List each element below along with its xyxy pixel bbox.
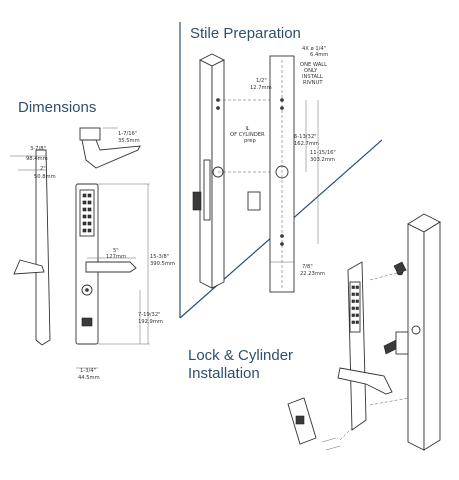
install-screw-1 xyxy=(321,437,337,443)
dim-4-metric: 127mm xyxy=(106,254,126,260)
install-guide-2 xyxy=(369,397,409,406)
install-cover-logo xyxy=(295,415,305,425)
lock-cylinder-heading-line1: Lock & Cylinder xyxy=(188,347,293,364)
lever-top-view-body xyxy=(79,127,101,141)
dimensions-heading: Dimensions xyxy=(18,99,96,116)
dimensions-drawing: 1-7/16" 35.5mm 3-7/8" 98.4mm 2" 50.8mm 5… xyxy=(10,127,175,381)
stile-preparation-heading: Stile Preparation xyxy=(190,25,301,42)
dim-6-metric: 162.7mm xyxy=(294,141,319,147)
dim-78-imperial: 7/8" xyxy=(302,264,313,270)
dim-3-imperial: 2" xyxy=(40,166,46,172)
cylinder-keyway xyxy=(85,288,89,292)
dim-78-metric: 22.23mm xyxy=(300,271,325,277)
install-guide-3 xyxy=(339,427,353,441)
lever-top-view-handle xyxy=(81,139,141,169)
dim-7-metric: 44.5mm xyxy=(78,375,100,381)
lever-side-profile xyxy=(13,259,45,275)
mortise-cutout xyxy=(203,159,211,221)
dim-4-imperial: 5" xyxy=(113,248,119,254)
install-keypad xyxy=(349,281,361,333)
install-guide-1 xyxy=(369,269,409,281)
dim-6-imperial: 6-13/32" xyxy=(294,134,317,140)
stile-drawing: 4X ø 1/4" 6.4mm ONE WALL ONLY INSTALL RI… xyxy=(192,46,336,293)
cylinder-label: OF CYLINDER xyxy=(230,132,265,138)
dim-5-metric: 390.5mm xyxy=(150,261,175,267)
dim-7-imperial: 1-3/4" xyxy=(80,368,96,374)
lever-front-view xyxy=(85,261,137,273)
note-line-2: ONLY xyxy=(304,68,318,74)
hole-spec-imperial: 4X ø 1/4" xyxy=(302,46,326,52)
install-keypad-keys xyxy=(351,285,359,324)
dim-6-metric: 192.9mm xyxy=(138,319,163,325)
dim-half-imperial: 1/2" xyxy=(256,78,267,84)
install-nut-top xyxy=(393,261,407,275)
dim-11-metric: 303.2mm xyxy=(310,157,335,163)
dim-2-metric: 98.4mm xyxy=(26,156,48,162)
dim-3-metric: 50.8mm xyxy=(34,174,56,180)
dim-11-imperial: 11-15/16" xyxy=(310,150,336,156)
note-line-4: RIVNUT xyxy=(303,80,323,86)
install-screw-2 xyxy=(325,445,341,451)
rivnut-bracket xyxy=(192,191,202,211)
lock-side-profile xyxy=(35,149,51,346)
install-stile-face-b xyxy=(423,221,441,451)
dim-5-imperial: 15-3/8" xyxy=(150,254,169,260)
dim-1-imperial: 1-7/16" xyxy=(118,131,137,137)
cylinder-label-prep: prep xyxy=(244,138,257,144)
hole-spec-metric: 6.4mm xyxy=(310,52,328,58)
keypad-keys xyxy=(82,193,92,233)
lock-cylinder-heading-line2: Installation xyxy=(188,365,260,382)
install-lever xyxy=(337,367,393,395)
dim-2-imperial: 3-7/8" xyxy=(30,146,46,152)
cylinder-label-symbol: ℄ xyxy=(246,126,250,132)
install-cylinder-hole xyxy=(411,325,421,335)
install-stile-face-a xyxy=(407,223,425,451)
dim-6-imperial: 7-19/32" xyxy=(138,312,161,318)
install-cylinder xyxy=(395,331,409,355)
dim-half-metric: 12.7mm xyxy=(250,85,272,91)
logo-plate xyxy=(81,317,93,327)
note-line-3: INSTALL xyxy=(302,74,323,80)
note-line-1: ONE WALL xyxy=(300,62,327,68)
keypad-panel xyxy=(79,189,95,237)
installation-drawing xyxy=(287,213,441,451)
dim-1-metric: 35.5mm xyxy=(118,138,140,144)
rivnut-bracket-right xyxy=(247,191,261,211)
